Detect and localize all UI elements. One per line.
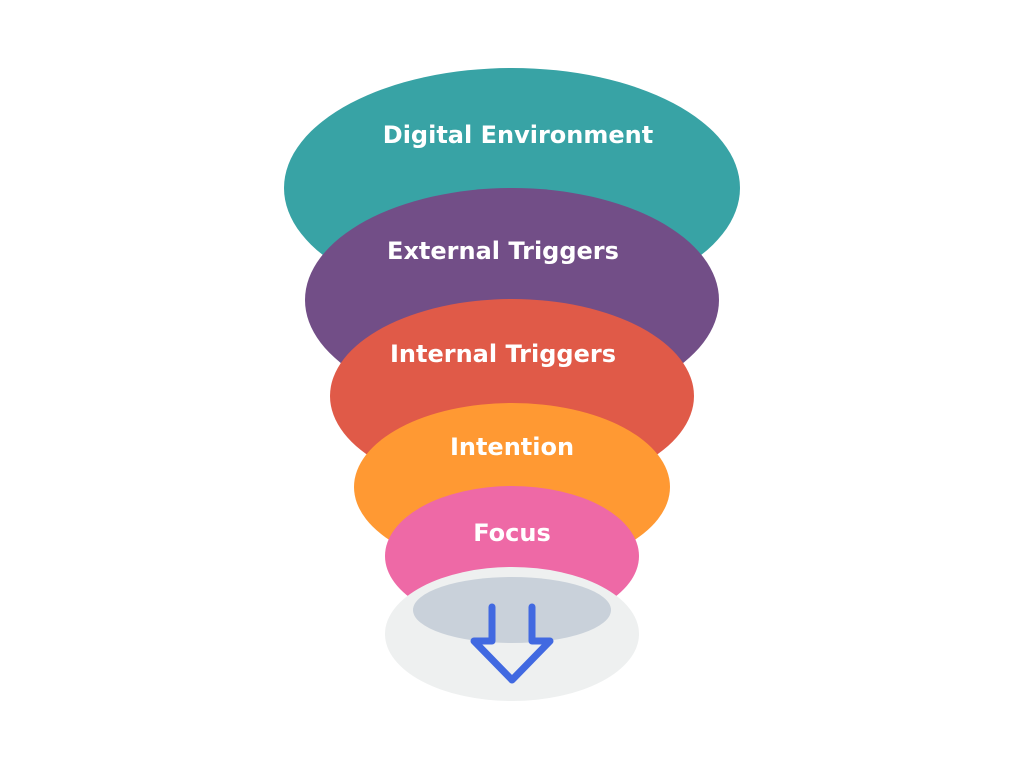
layer-label-intention: Intention: [450, 433, 574, 461]
layer-label-focus: Focus: [473, 519, 551, 547]
arrow-down-icon: [470, 603, 554, 684]
layer-label-digital-environment: Digital Environment: [383, 121, 653, 149]
funnel-base-inner: [413, 577, 611, 643]
layer-label-internal-triggers: Internal Triggers: [390, 340, 616, 368]
layer-label-external-triggers: External Triggers: [387, 237, 619, 265]
